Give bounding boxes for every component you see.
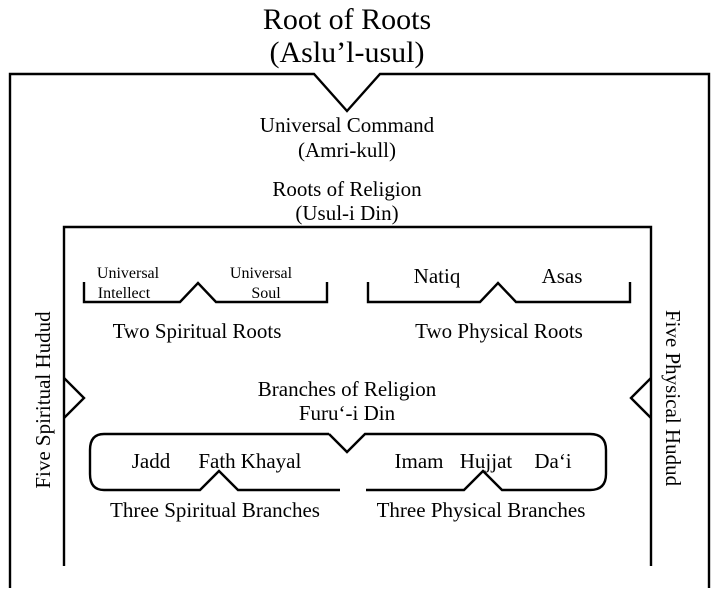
left-side-label: Five Spiritual Hudud bbox=[31, 311, 55, 489]
universal-command-sub: (Amri-kull) bbox=[298, 138, 396, 162]
inner-bracket bbox=[62, 225, 653, 566]
physical-root-left: Natiq bbox=[414, 264, 461, 288]
physical-root-right: Asas bbox=[542, 264, 583, 288]
physical-branch-1: Imam bbox=[395, 449, 444, 473]
spiritual-root-right-line2: Soul bbox=[251, 285, 281, 302]
universal-command-main: Universal Command bbox=[260, 113, 435, 137]
outer-bracket bbox=[8, 72, 711, 588]
spiritual-branch-3: Khayal bbox=[241, 449, 302, 473]
right-side-label: Five Physical Hudud bbox=[661, 310, 685, 487]
physical-branch-2: Hujjat bbox=[460, 449, 513, 473]
right-side-brace bbox=[629, 377, 652, 419]
spiritual-branch-1: Jadd bbox=[132, 449, 171, 473]
spiritual-root-left-line2: Intellect bbox=[98, 285, 151, 302]
spiritual-branches-caption: Three Spiritual Branches bbox=[110, 498, 320, 522]
branches-of-religion-sub: Furu‘-i Din bbox=[299, 401, 396, 425]
physical-branch-3: Da‘i bbox=[534, 449, 571, 473]
branches-bracket bbox=[88, 432, 608, 492]
spiritual-roots-brace bbox=[82, 281, 329, 304]
physical-branches-caption: Three Physical Branches bbox=[377, 498, 586, 522]
roots-of-religion-main: Roots of Religion bbox=[272, 177, 422, 201]
spiritual-root-left-line1: Universal bbox=[97, 265, 160, 282]
branches-of-religion-main: Branches of Religion bbox=[258, 377, 437, 401]
title-main: Root of Roots bbox=[263, 3, 431, 36]
physical-roots-caption: Two Physical Roots bbox=[415, 319, 583, 343]
spiritual-root-right-line1: Universal bbox=[230, 265, 293, 282]
physical-roots-brace bbox=[366, 281, 632, 304]
spiritual-roots-caption: Two Spiritual Roots bbox=[113, 319, 282, 343]
left-side-brace bbox=[63, 377, 86, 419]
roots-of-religion-sub: (Usul-i Din) bbox=[295, 201, 398, 225]
title-sub: (Aslu’l-usul) bbox=[270, 36, 425, 69]
spiritual-branch-2: Fath bbox=[198, 449, 236, 473]
